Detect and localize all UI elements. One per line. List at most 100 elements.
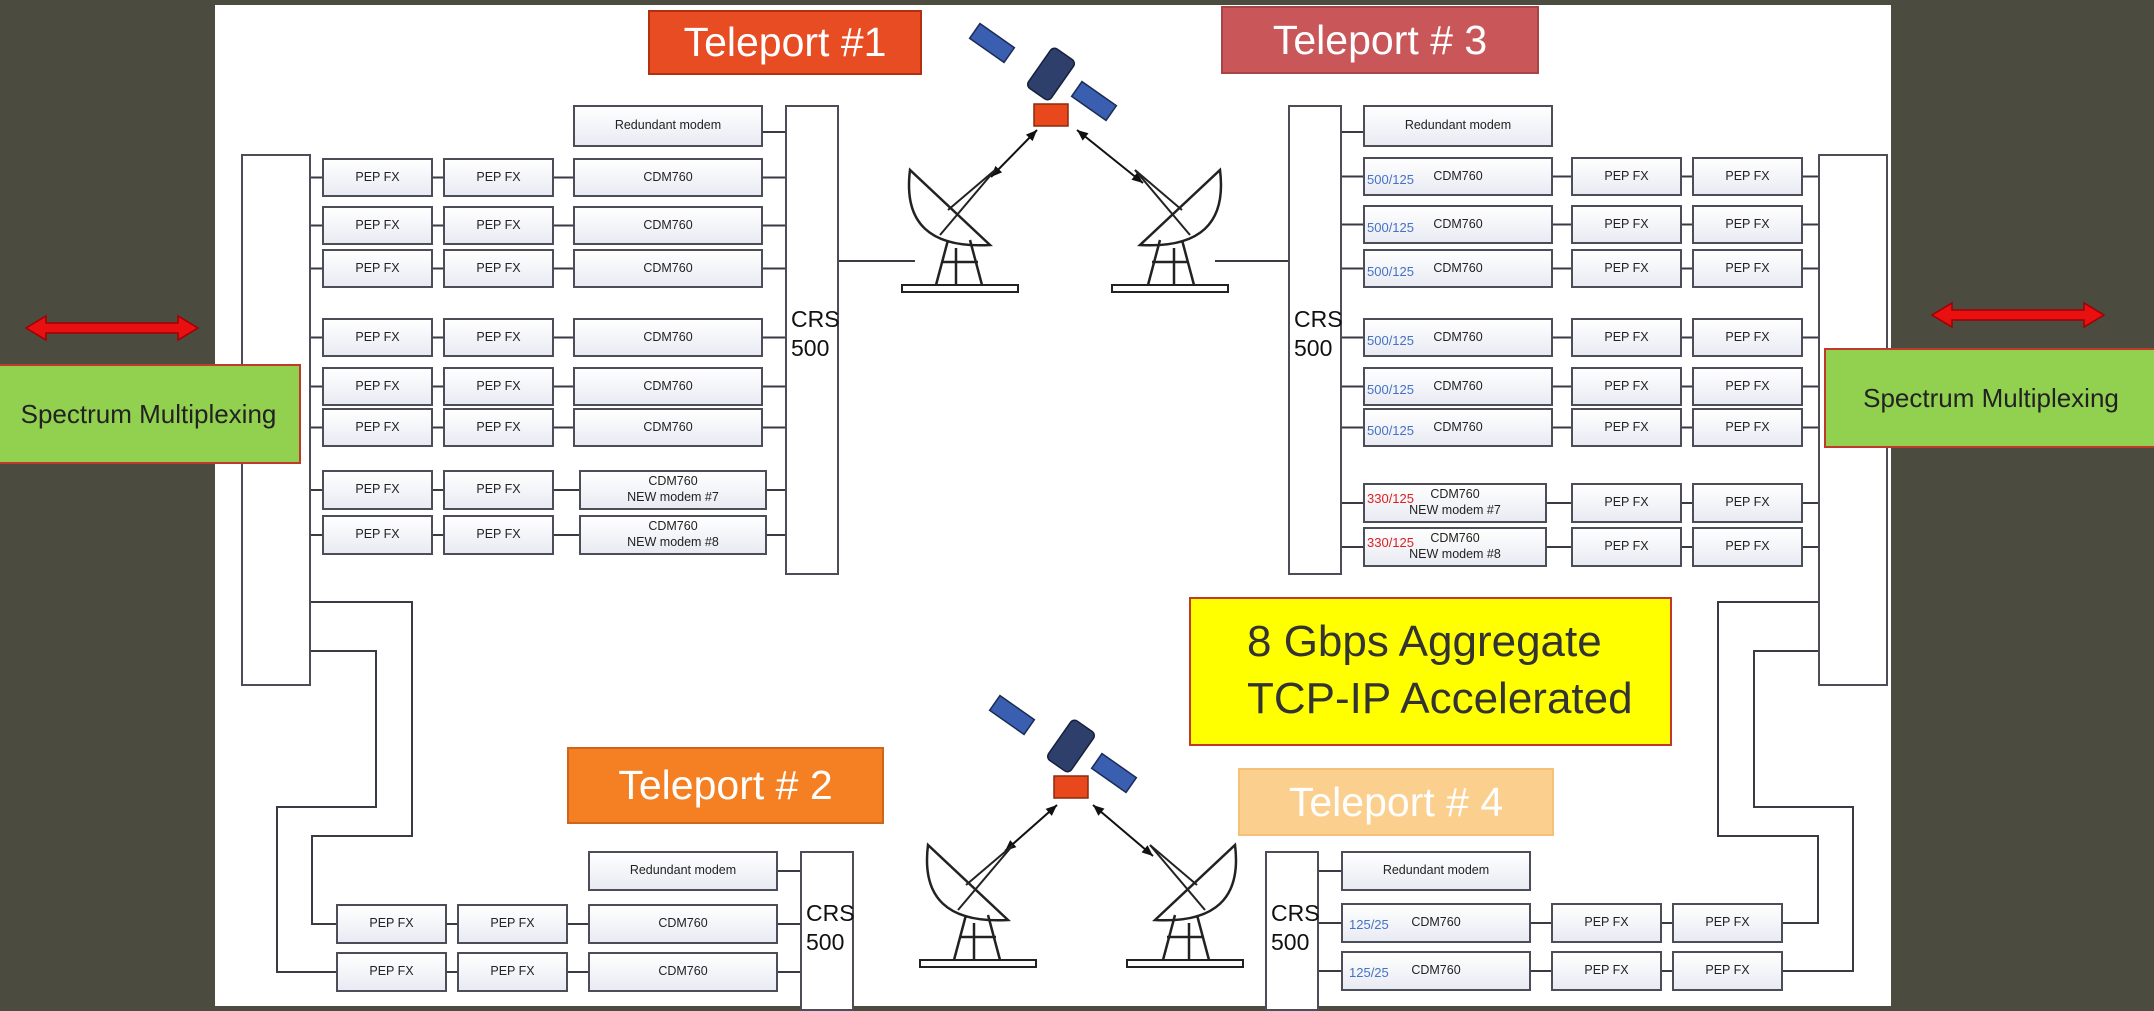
tp3-pep-fx-a: PEP FX (1571, 318, 1682, 357)
crs-label-line2: 500 (806, 928, 845, 955)
cdm760-label: CDM760 (1433, 378, 1483, 393)
tp1-pep-fx-b: PEP FX (443, 318, 554, 357)
pep-fx-label: PEP FX (355, 169, 400, 184)
crs-label-line1: CRS (1271, 900, 1320, 926)
tp3-pep-fx-b: PEP FX (1692, 367, 1803, 406)
tp1-pep-fx-a: PEP FX (322, 408, 433, 447)
aggregate-line-2: TCP-IP Accelerated (1247, 674, 1633, 724)
tp3-rate-label: 330/125 (1367, 491, 1414, 506)
pep-fx-label: PEP FX (1584, 915, 1629, 930)
teleport-3-title: Teleport # 3 (1221, 6, 1539, 74)
tp3-rate-label: 500/125 (1367, 172, 1414, 187)
tp3-pep-fx-a: PEP FX (1571, 157, 1682, 196)
pep-fx-label: PEP FX (476, 419, 521, 434)
tp4-rate-label: 125/25 (1349, 917, 1389, 932)
spectrum-multiplexing-left-label: Spectrum Multiplexing (20, 398, 277, 429)
tp3-pep-fx-a: PEP FX (1571, 205, 1682, 244)
tp1-pep-fx-b: PEP FX (443, 158, 554, 197)
redundant-modem-label: Redundant modem (629, 863, 737, 878)
pep-fx-label: PEP FX (476, 260, 521, 275)
pep-fx-label: PEP FX (1604, 378, 1649, 393)
pep-fx-label: PEP FX (1604, 495, 1649, 510)
tp3-pep-fx-b: PEP FX (1692, 483, 1803, 523)
pep-fx-label: PEP FX (355, 527, 400, 542)
pep-fx-label: PEP FX (476, 169, 521, 184)
redundant-modem-label: Redundant modem (1404, 118, 1512, 133)
tp3-rate-label: 500/125 (1367, 220, 1414, 235)
tp3-redundant-modem: Redundant modem (1363, 105, 1553, 147)
cdm760-label: CDM760 (643, 217, 693, 232)
cdm760-label: CDM760 (648, 474, 698, 489)
tp4-redundant-modem: Redundant modem (1341, 851, 1531, 891)
crs-label-line2: 500 (1294, 334, 1333, 361)
pep-fx-label: PEP FX (476, 217, 521, 232)
teleport-2-title: Teleport # 2 (567, 747, 884, 824)
pep-fx-label: PEP FX (1584, 963, 1629, 978)
tp1-cdm760: CDM760 (573, 367, 763, 406)
pep-fx-label: PEP FX (1725, 419, 1770, 434)
tp1-pep-fx-a: PEP FX (322, 318, 433, 357)
tp3-pep-fx-b: PEP FX (1692, 157, 1803, 196)
double-arrow-left (24, 314, 200, 342)
spectrum-multiplexing-left: Spectrum Multiplexing (0, 364, 301, 464)
tp3-rate-label: 500/125 (1367, 382, 1414, 397)
pep-fx-label: PEP FX (490, 964, 535, 979)
tp1-cdm760: CDM760 (573, 318, 763, 357)
cdm760-label: CDM760 (658, 916, 708, 931)
new-modem-label: NEW modem #8 (1409, 547, 1501, 561)
tp1-pep-fx-a: PEP FX (322, 158, 433, 197)
tp3-cdm760: CDM760 (1363, 318, 1553, 357)
double-arrow-right (1930, 301, 2106, 329)
pep-fx-label: PEP FX (355, 217, 400, 232)
pep-fx-label: PEP FX (1604, 539, 1649, 554)
crs-label-line1: CRS (791, 306, 840, 332)
tp3-pep-fx-a: PEP FX (1571, 408, 1682, 447)
uplink-arrow (1076, 129, 1144, 184)
tp2-pep-fx-b: PEP FX (457, 952, 568, 992)
dish-tp1-icon (901, 167, 1019, 293)
pep-fx-label: PEP FX (1725, 260, 1770, 275)
pep-fx-label: PEP FX (1705, 963, 1750, 978)
pep-fx-label: PEP FX (369, 964, 414, 979)
satellite-bottom-icon (988, 694, 1138, 799)
dish-tp4-icon (1126, 842, 1244, 968)
new-modem-label: NEW modem #8 (627, 535, 719, 549)
cdm760-label: CDM760 (643, 419, 693, 434)
tp2-feed-line-2 (276, 650, 377, 973)
tp2-cdm760: CDM760 (588, 952, 778, 992)
tp4-feed-line-1 (1717, 601, 1819, 924)
pep-fx-label: PEP FX (1604, 216, 1649, 231)
cdm760-label: CDM760 (1430, 487, 1480, 502)
tp4-pep-fx-b: PEP FX (1672, 951, 1783, 991)
cdm760-label: CDM760 (1411, 915, 1461, 930)
cdm760-label: CDM760 (643, 329, 693, 344)
tp3-rate-label: 330/125 (1367, 535, 1414, 550)
tp3-cdm760: CDM760 (1363, 367, 1553, 406)
tp1-pep-fx-b: PEP FX (443, 470, 554, 510)
cdm760-label: CDM760 (1433, 216, 1483, 231)
satellite-top-icon (968, 22, 1118, 127)
tp1-pep-fx-a: PEP FX (322, 515, 433, 555)
tp3-pep-fx-b: PEP FX (1692, 408, 1803, 447)
tp2-redundant-modem: Redundant modem (588, 851, 778, 891)
crs-label-line2: 500 (1271, 928, 1310, 955)
uplink-arrow (1004, 804, 1058, 852)
new-modem-label: NEW modem #7 (1409, 503, 1501, 517)
tp1-pep-fx-a: PEP FX (322, 249, 433, 288)
tp3-rate-label: 500/125 (1367, 423, 1414, 438)
pep-fx-label: PEP FX (1705, 915, 1750, 930)
pep-fx-label: PEP FX (490, 916, 535, 931)
tp3-cdm760: CDM760 (1363, 157, 1553, 196)
pep-fx-label: PEP FX (1725, 378, 1770, 393)
tp4-rate-label: 125/25 (1349, 965, 1389, 980)
pep-fx-label: PEP FX (1604, 329, 1649, 344)
tp1-pep-fx-b: PEP FX (443, 249, 554, 288)
tp1-pep-fx-b: PEP FX (443, 408, 554, 447)
